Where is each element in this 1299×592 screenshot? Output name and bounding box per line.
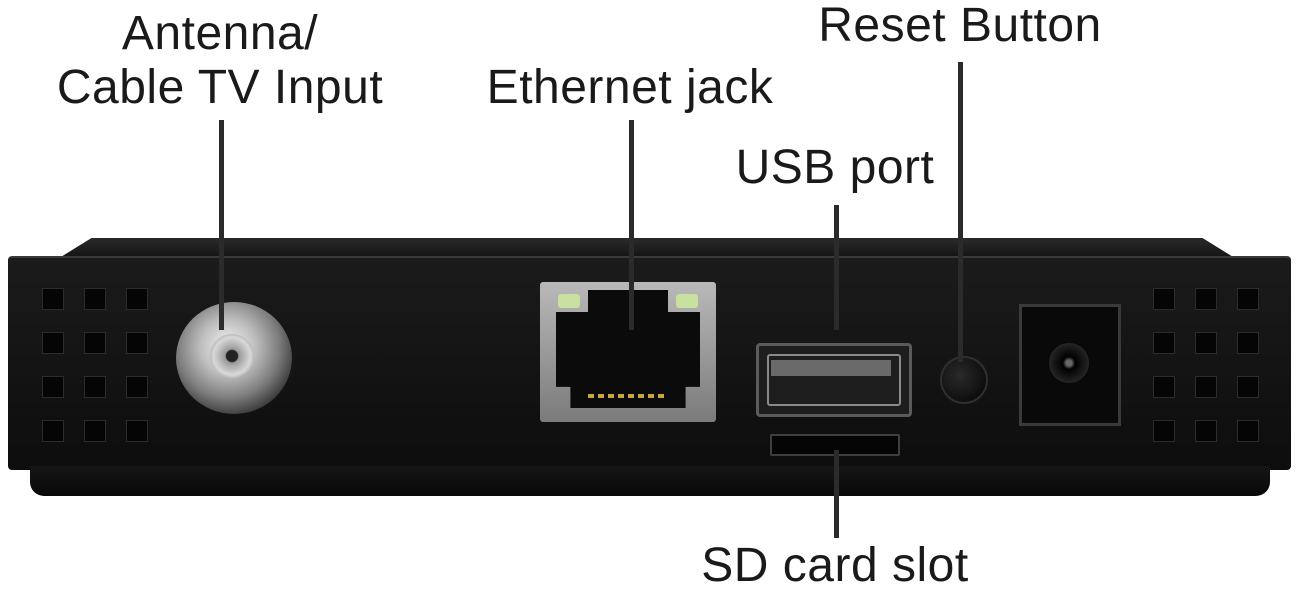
antenna-label-line2: Cable TV Input — [56, 61, 384, 114]
ethernet-led-right — [676, 294, 698, 308]
reset-leader-line — [958, 62, 963, 362]
ethernet-port — [540, 282, 716, 422]
device-base — [30, 466, 1270, 496]
usb-port — [756, 343, 912, 417]
ethernet-label: Ethernet jack — [486, 61, 774, 114]
power-dc-jack — [1019, 304, 1121, 426]
sd-leader-line — [834, 450, 839, 538]
antenna-leader-line — [219, 120, 224, 330]
device-top-edge — [56, 238, 1238, 260]
left-vents — [42, 288, 148, 442]
antenna-coax-connector — [176, 302, 292, 414]
ethernet-led-left — [558, 294, 580, 308]
sd-card-label: SD card slot — [701, 539, 969, 592]
reset-button — [940, 356, 988, 404]
right-vents — [1153, 288, 1259, 442]
usb-leader-line — [834, 205, 839, 330]
antenna-label-line1: Antenna/ — [121, 7, 319, 60]
reset-label: Reset Button — [818, 0, 1102, 52]
usb-label: USB port — [735, 141, 935, 194]
ethernet-leader-line — [629, 120, 634, 330]
